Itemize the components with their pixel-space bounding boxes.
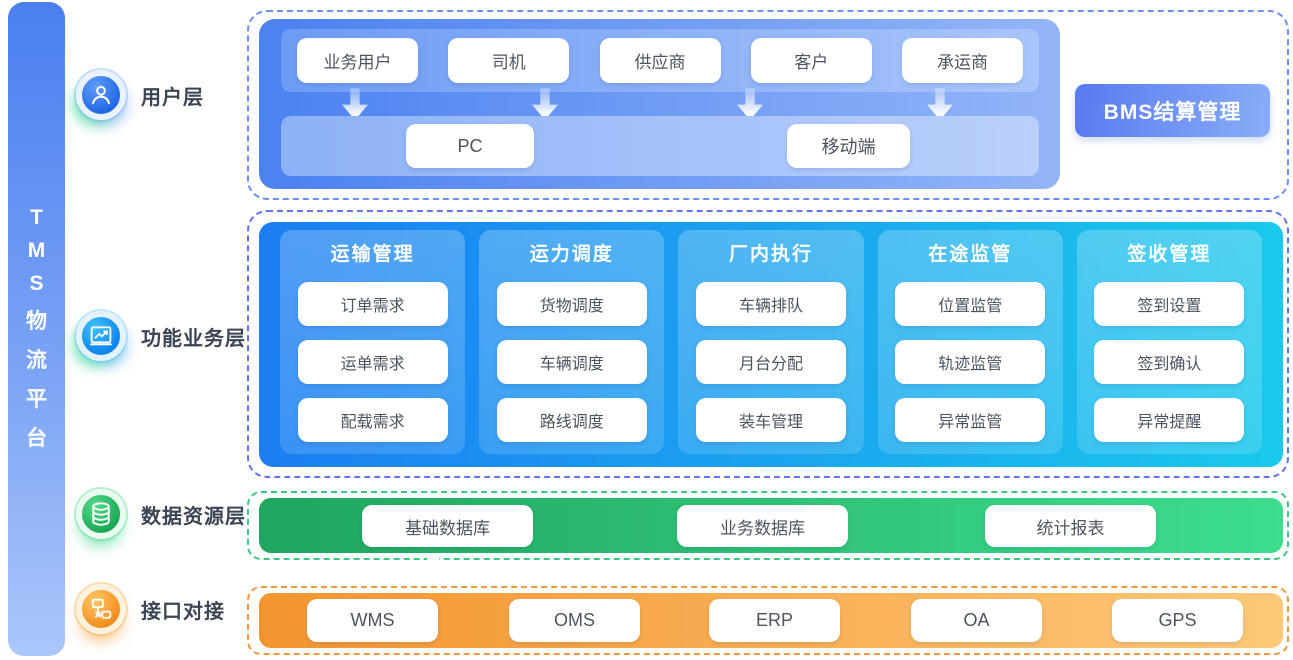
bms-button[interactable]: BMS结算管理: [1075, 84, 1270, 137]
business-column-factory: 厂内执行 车辆排队 月台分配 装车管理: [678, 230, 864, 454]
data-chip-business-db[interactable]: 业务数据库: [677, 505, 848, 547]
interface-layer-section: [247, 586, 1289, 655]
platform-title-char: 物: [26, 310, 47, 333]
data-chip-base-db[interactable]: 基础数据库: [362, 505, 533, 547]
network-icon: [76, 584, 126, 634]
role-chip-carrier[interactable]: 承运商: [902, 38, 1023, 83]
layer-item-data: 数据资源层: [76, 489, 246, 539]
platform-title-char: 台: [26, 427, 47, 450]
interface-chip-wms[interactable]: WMS: [307, 599, 438, 642]
business-item-chip[interactable]: 货物调度: [496, 282, 647, 326]
role-chip-driver[interactable]: 司机: [448, 38, 570, 83]
column-title: 运输管理: [330, 244, 415, 265]
user-roles-band: 业务用户 司机 供应商 客户 承运商: [281, 29, 1039, 92]
business-item-chip[interactable]: 路线调度: [496, 398, 647, 442]
platform-title-char: S: [29, 272, 44, 295]
business-item-chip[interactable]: 异常提醒: [1094, 398, 1245, 442]
layer-label: 数据资源层: [141, 505, 246, 528]
platform-title-bar: T M S 物 流 平 台: [8, 2, 65, 656]
business-item-chip[interactable]: 位置监管: [895, 282, 1046, 326]
layer-item-user: 用户层: [76, 70, 204, 120]
business-item-chip[interactable]: 订单需求: [297, 282, 448, 326]
business-column-capacity: 运力调度 货物调度 车辆调度 路线调度: [479, 230, 665, 454]
business-item-chip[interactable]: 签到确认: [1094, 340, 1245, 384]
business-columns: 运输管理 订单需求 运单需求 配载需求 运力调度 货物调度 车辆调度 路线调度 …: [259, 230, 1283, 454]
data-chip-report[interactable]: 统计报表: [985, 505, 1156, 547]
column-title: 在途监管: [928, 244, 1013, 265]
business-item-chip[interactable]: 异常监管: [895, 398, 1046, 442]
business-item-chip[interactable]: 车辆调度: [496, 340, 647, 384]
interface-chip-erp[interactable]: ERP: [709, 599, 840, 642]
user-layer-section: [247, 10, 1289, 200]
interface-chip-oms[interactable]: OMS: [509, 599, 640, 642]
role-chip-customer[interactable]: 客户: [750, 38, 872, 83]
business-item-chip[interactable]: 签到设置: [1094, 282, 1245, 326]
interface-chip-gps[interactable]: GPS: [1112, 599, 1243, 642]
layer-label: 用户层: [141, 86, 204, 109]
business-item-chip[interactable]: 车辆排队: [696, 282, 846, 326]
user-icon: [76, 70, 126, 120]
terminal-chip-mobile[interactable]: 移动端: [787, 124, 910, 168]
platform-title-char: T: [30, 206, 43, 229]
business-column-transport: 运输管理 订单需求 运单需求 配载需求: [280, 230, 466, 454]
role-chip-supplier[interactable]: 供应商: [599, 38, 721, 83]
terminal-band: [281, 116, 1039, 176]
chart-icon: [76, 311, 126, 361]
business-item-chip[interactable]: 配载需求: [297, 398, 448, 442]
business-item-chip[interactable]: 轨迹监管: [895, 340, 1046, 384]
column-title: 厂内执行: [729, 244, 814, 265]
database-icon: [76, 489, 126, 539]
business-item-chip[interactable]: 装车管理: [696, 398, 846, 442]
interface-chip-oa[interactable]: OA: [911, 599, 1042, 642]
data-layer-section: [247, 491, 1289, 560]
platform-title-char: 平: [26, 388, 47, 411]
business-item-chip[interactable]: 月台分配: [696, 340, 846, 384]
layer-item-business: 功能业务层: [76, 311, 246, 361]
layer-label: 接口对接: [141, 600, 225, 623]
terminal-chip-pc[interactable]: PC: [406, 124, 534, 168]
column-title: 签收管理: [1127, 244, 1212, 265]
business-item-chip[interactable]: 运单需求: [297, 340, 448, 384]
business-column-sign: 签收管理 签到设置 签到确认 异常提醒: [1076, 230, 1263, 454]
layer-item-interface: 接口对接: [76, 584, 225, 634]
role-chip-business-user[interactable]: 业务用户: [297, 38, 418, 83]
platform-title-char: M: [27, 239, 46, 262]
business-layer-section: [247, 210, 1289, 478]
column-title: 运力调度: [529, 244, 614, 265]
layer-label: 功能业务层: [141, 327, 246, 350]
business-column-monitor: 在途监管 位置监管 轨迹监管 异常监管: [877, 230, 1063, 454]
platform-title-char: 流: [26, 349, 47, 372]
